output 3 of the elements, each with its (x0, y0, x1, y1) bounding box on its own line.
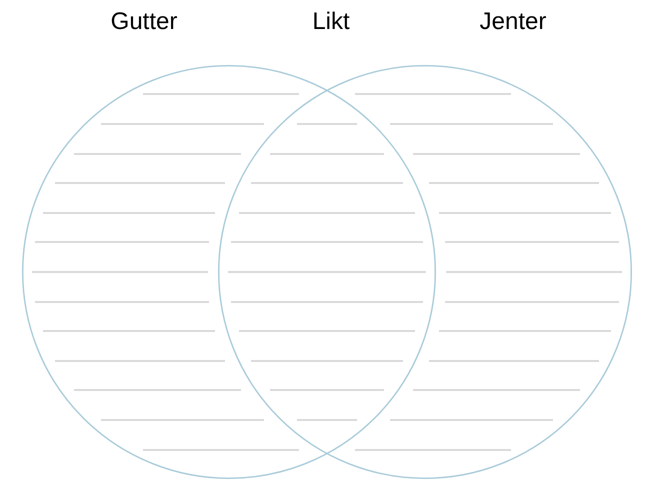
circle-heading: Gutter (110, 7, 178, 37)
circle-heading: Jenter (480, 7, 546, 37)
overlap-heading: Likt (312, 7, 350, 37)
